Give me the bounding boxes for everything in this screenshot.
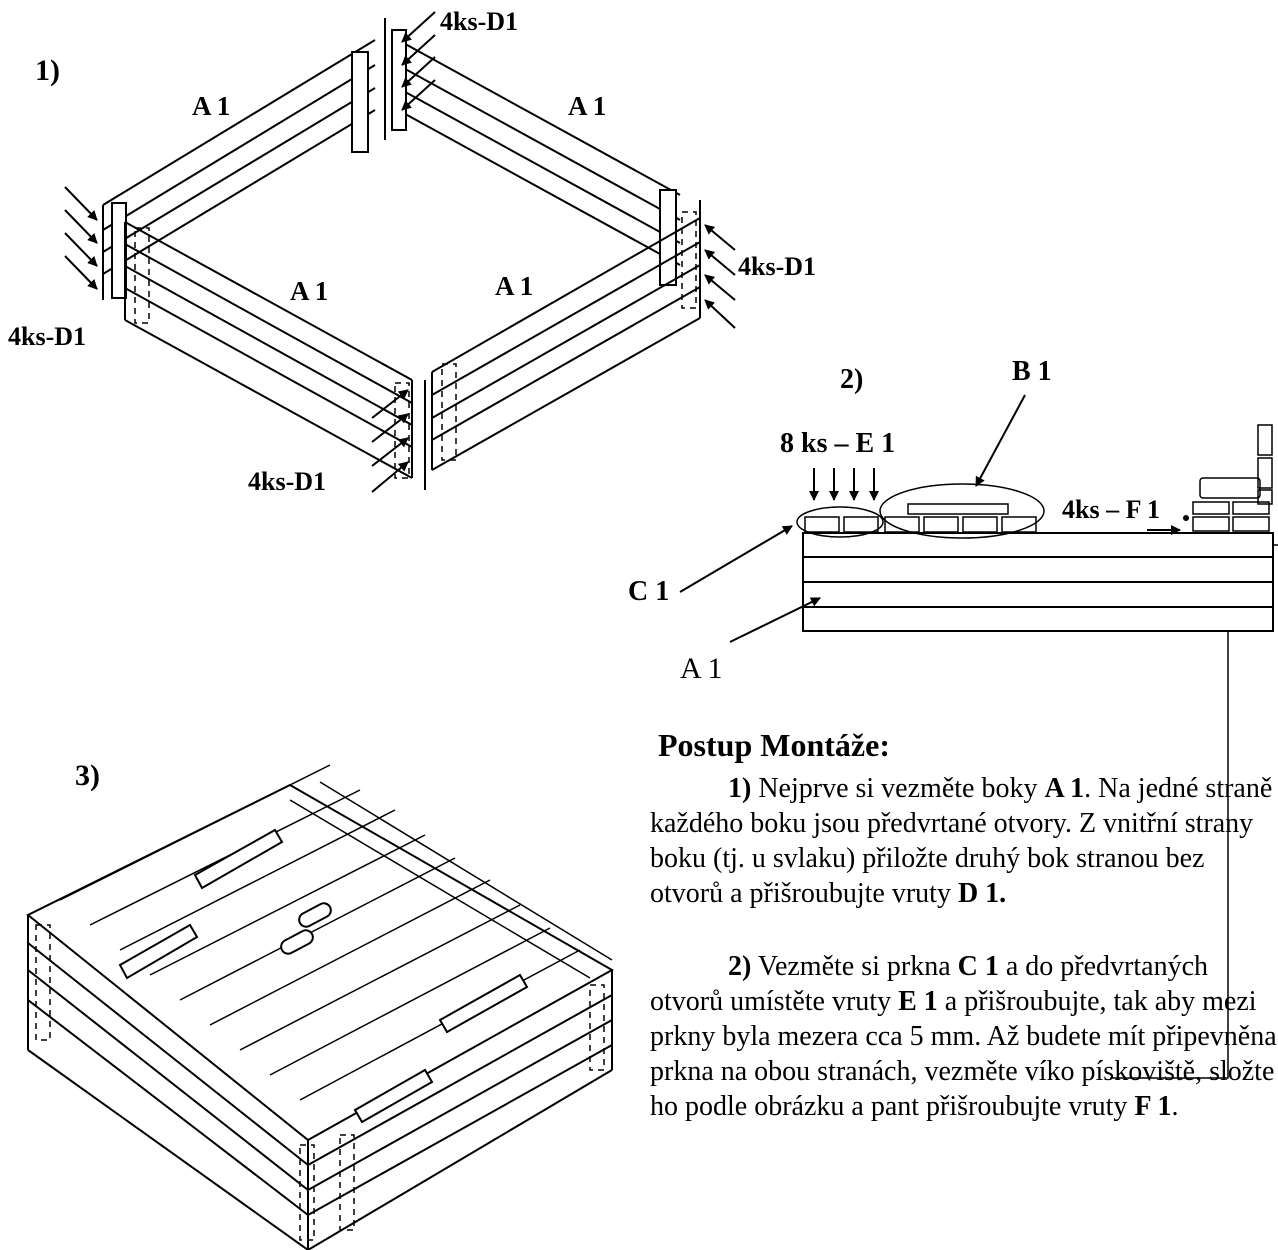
- lid-folded: [1183, 424, 1278, 546]
- wall-front-right: [424, 200, 701, 490]
- label-a1-plain: A 1: [680, 652, 723, 685]
- figure-2-number: 2): [840, 364, 863, 395]
- screw-arrows-left: [64, 186, 98, 290]
- label-e1: 8 ks – E 1: [780, 428, 895, 459]
- label-a1: A 1: [192, 91, 230, 121]
- step-1: 1) Nejprve si vezměte boky A 1. Na jedné…: [650, 773, 1273, 909]
- label-d1: 4ks-D1: [738, 252, 816, 281]
- figure-1: 1) A 1 A 1 A 1 A 1 4ks-D1 4ks-D1 4ks-D1 …: [8, 7, 816, 496]
- figure-3: 3): [26, 759, 615, 1250]
- handle-slot: [298, 902, 332, 928]
- handle-slot: [280, 929, 314, 955]
- screw-arrows-bottom: [371, 389, 409, 493]
- screw-arrows-e1: [809, 468, 879, 501]
- cleat: [111, 202, 127, 299]
- screw-arrows-top: [401, 11, 436, 111]
- instructions-heading: Postup Montáže:: [658, 727, 890, 763]
- assembly-instructions: Postup Montáže: 1) Nejprve si vezměte bo…: [650, 725, 1278, 1124]
- batten: [118, 923, 199, 980]
- label-c1: C 1: [628, 576, 669, 607]
- step-2: 2) Vezměte si prkna C 1 a do předvrtanýc…: [650, 951, 1277, 1122]
- batten: [193, 828, 284, 890]
- wall-back-right: [384, 18, 681, 286]
- screw-arrows-right: [704, 224, 736, 329]
- wall-back-left: [102, 39, 376, 300]
- label-a1: A 1: [495, 271, 533, 301]
- cleat: [351, 51, 369, 153]
- label-f1: 4ks – F 1: [1062, 495, 1160, 524]
- figure-2: 2) B 1 8 ks – E 1 4ks – F 1 C 1 A 1: [628, 356, 1278, 1079]
- label-a1: A 1: [568, 91, 606, 121]
- figure-3-number: 3): [75, 759, 100, 792]
- label-d1: 4ks-D1: [248, 467, 326, 496]
- batten: [353, 1068, 434, 1124]
- figure-1-number: 1): [35, 54, 60, 87]
- batten: [438, 973, 529, 1034]
- label-d1: 4ks-D1: [440, 7, 518, 36]
- lid-slats: [59, 764, 613, 1101]
- label-b1: B 1: [1012, 356, 1052, 387]
- slats-c1: [804, 516, 1037, 533]
- label-d1: 4ks-D1: [8, 322, 86, 351]
- cleat: [391, 29, 407, 131]
- label-a1: A 1: [290, 276, 328, 306]
- wall-front-left: [124, 221, 413, 479]
